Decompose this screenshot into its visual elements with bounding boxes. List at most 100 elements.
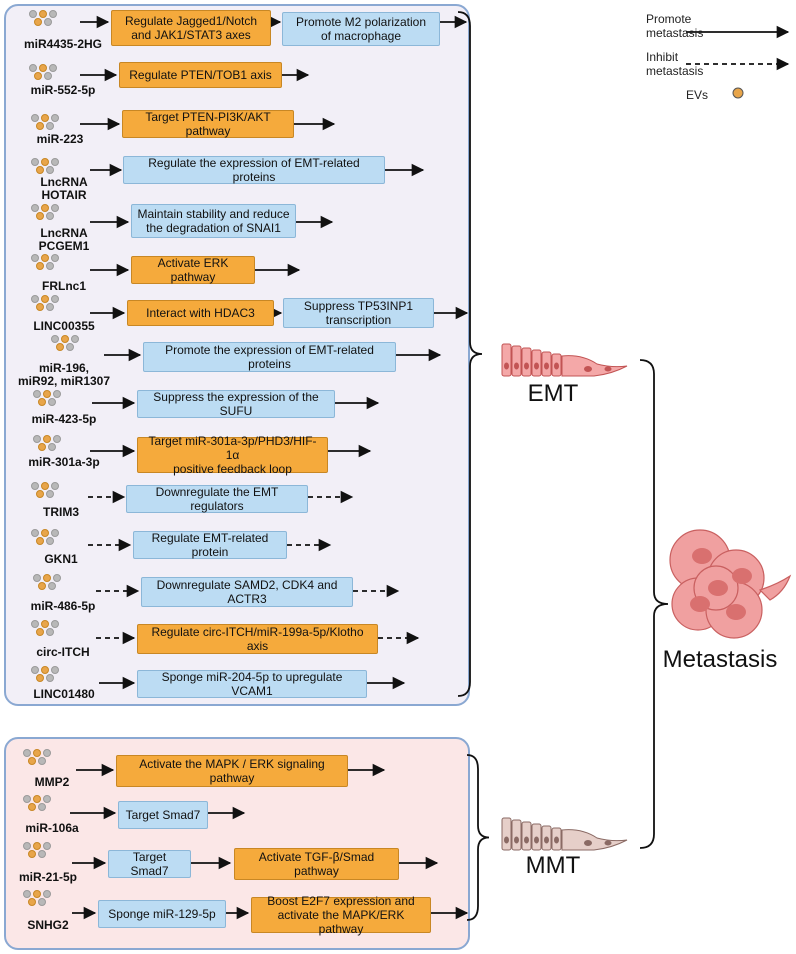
ev-dot: [51, 204, 59, 212]
ev-dot: [38, 443, 46, 451]
ev-dot: [51, 114, 59, 122]
emt_rows-mechanism-box: Target PTEN-PI3K/AKT pathway: [122, 110, 294, 138]
mmt_rows-ev-icon: [21, 890, 51, 906]
ev-dot: [41, 254, 49, 262]
mmt-label: MMT: [525, 852, 581, 879]
emt_rows-mechanism-box: Regulate EMT-related protein: [133, 531, 287, 559]
ev-dot: [36, 262, 44, 270]
ev-dot: [53, 390, 61, 398]
emt_rows-ev-icon: [27, 10, 57, 26]
ev-dot: [46, 303, 54, 311]
emt_rows-mechanism-box: Suppress the expression of the SUFU: [137, 390, 335, 418]
ev-dot: [43, 842, 51, 850]
ev-dot: [33, 574, 41, 582]
ev-dot: [36, 212, 44, 220]
mmt_rows-mechanism-box: Target Smad7: [108, 850, 191, 878]
emt_rows-mechanism-box: Downregulate the EMT regulators: [126, 485, 308, 513]
mmt_rows-ev-icon: [21, 842, 51, 858]
ev-dot: [41, 158, 49, 166]
emt_rows-source-label: GKN1: [44, 552, 78, 566]
ev-dot: [51, 254, 59, 262]
ev-dot: [36, 166, 44, 174]
ev-dot: [33, 842, 41, 850]
emt_rows-source-label: miR-301a-3p: [28, 455, 100, 469]
ev-dot: [41, 295, 49, 303]
ev-dot: [33, 749, 41, 757]
emt_rows-ev-icon: [29, 204, 59, 220]
ev-dot: [31, 254, 39, 262]
ev-dot: [46, 122, 54, 130]
emt-label: EMT: [527, 380, 579, 407]
ev-dot: [46, 166, 54, 174]
ev-dot: [31, 529, 39, 537]
emt_rows-ev-icon: [27, 64, 57, 80]
emt_rows-mechanism-box: Regulate circ-ITCH/miR-199a-5p/Klotho ax…: [137, 624, 378, 654]
mmt_rows-source-label: SNHG2: [27, 918, 69, 932]
emt_rows-ev-icon: [29, 620, 59, 636]
legend-ev-icon: [732, 87, 744, 99]
metastasis-label: Metastasis: [662, 646, 778, 673]
emt-cell-icon: [501, 343, 628, 377]
emt_rows-ev-icon: [31, 435, 61, 451]
emt_rows-ev-icon: [31, 390, 61, 406]
ev-dot: [38, 757, 46, 765]
ev-dot: [38, 398, 46, 406]
emt_rows-mechanism-box: Promote the expression of EMT-related pr…: [143, 342, 396, 372]
emt_rows-source-label: miR-223: [36, 132, 84, 146]
ev-dot: [28, 757, 36, 765]
ev-dot: [31, 158, 39, 166]
ev-dot: [36, 674, 44, 682]
legend-evs-label: EVs: [686, 88, 709, 102]
ev-dot: [49, 10, 57, 18]
ev-dot: [49, 64, 57, 72]
emt_rows-ev-icon: [29, 158, 59, 174]
emt_rows-source-label: miR-486-5p: [30, 599, 96, 613]
mmt_rows-ev-icon: [21, 795, 51, 811]
ev-dot: [46, 628, 54, 636]
ev-dot: [66, 343, 74, 351]
ev-dot: [41, 114, 49, 122]
ev-dot: [43, 574, 51, 582]
ev-dot: [33, 390, 41, 398]
emt_rows-ev-icon: [29, 295, 59, 311]
mmt_rows-source-label: miR-106a: [25, 821, 79, 835]
ev-dot: [34, 72, 42, 80]
ev-dot: [36, 537, 44, 545]
ev-dot: [28, 898, 36, 906]
ev-dot: [36, 122, 44, 130]
emt_rows-ev-icon: [29, 482, 59, 498]
ev-dot: [43, 390, 51, 398]
ev-dot: [29, 10, 37, 18]
ev-dot: [39, 10, 47, 18]
ev-dot: [31, 620, 39, 628]
ev-dot: [46, 490, 54, 498]
ev-dot: [48, 398, 56, 406]
emt_rows-mechanism-box: Regulate the expression of EMT-related p…: [123, 156, 385, 184]
ev-dot: [53, 435, 61, 443]
mmt_rows-mechanism-box: Activate TGF-β/Smad pathway: [234, 848, 399, 880]
emt_rows-source-label: miR4435-2HG: [23, 37, 103, 51]
ev-dot: [44, 18, 52, 26]
ev-dot: [41, 482, 49, 490]
ev-dot: [31, 114, 39, 122]
mmt_rows-ev-icon: [21, 749, 51, 765]
ev-dot: [31, 666, 39, 674]
ev-dot: [44, 72, 52, 80]
ev-dot: [36, 490, 44, 498]
metastasis-brace: [639, 359, 669, 849]
ev-dot: [31, 295, 39, 303]
ev-dot: [46, 537, 54, 545]
emt_rows-ev-icon: [29, 254, 59, 270]
emt_rows-mechanism-box: Regulate PTEN/TOB1 axis: [119, 62, 282, 88]
mmt_rows-source-label: MMP2: [34, 775, 70, 789]
ev-dot: [48, 582, 56, 590]
ev-dot: [56, 343, 64, 351]
emt_rows-source-label: LINC01480: [33, 687, 95, 701]
ev-dot: [53, 574, 61, 582]
